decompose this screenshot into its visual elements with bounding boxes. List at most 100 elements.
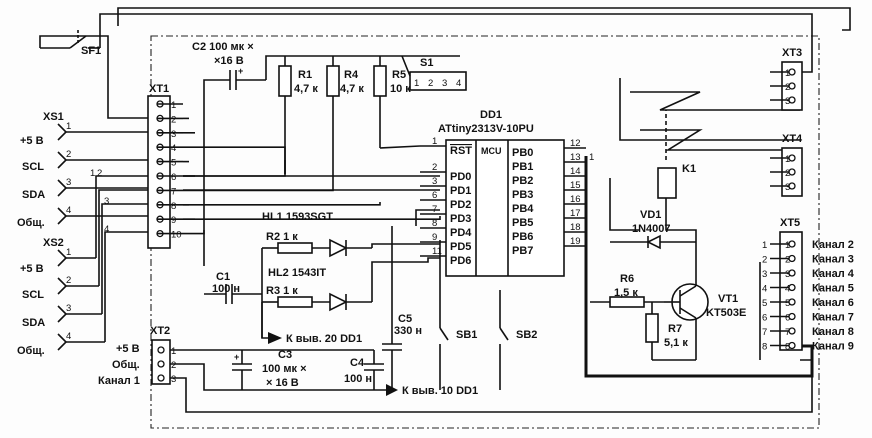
xt1-pin-number: 4 [171,143,176,154]
mcu-right-pin-number: 15 [570,180,581,191]
mcu-right-pin-number: 14 [570,166,581,177]
mcu-port-label: PD5 [450,241,471,253]
mcu-left-pin-number: 11 [432,246,442,257]
xs-bus-mark: 2 [97,168,102,179]
xs-pin-number: 4 [66,331,71,342]
xt1-pin-number: 8 [171,201,176,212]
xs-pin-number: 2 [66,275,71,286]
mcu-port-label: PD1 [450,185,471,197]
mcu-port-label: PB6 [512,231,533,243]
mcu-left-pin-number: 2 [432,162,437,173]
svg-text:XS1: XS1 [43,111,64,123]
svg-text:VT1: VT1 [718,293,738,305]
bus-channel1 [584,156,814,378]
svg-text:К выв. 10 DD1: К выв. 10 DD1 [402,385,478,397]
xt2-terminal [157,360,165,368]
svg-text:R5: R5 [392,69,406,81]
pin-number: 3 [785,96,790,107]
svg-text:Канал 1: Канал 1 [98,375,140,387]
xt5-bus-number: 1 [762,240,767,251]
dip-switch-s1[interactable]: S1 1 2 3 4 [409,57,467,91]
svg-text:C5: C5 [398,313,412,325]
svg-text:C1: C1 [216,271,230,283]
svg-text:4: 4 [456,78,461,89]
xt5-pin-number: 6 [785,313,790,324]
capacitor-c5: C5 330 н [382,226,422,390]
xt5-pin-number: 2 [785,255,790,266]
svg-text:C2 100 мк ×: C2 100 мк × [192,41,254,53]
xt1-pin-number: 2 [171,114,176,125]
xt5-channel-label: Канал 4 [812,268,855,280]
s1-lever [401,55,411,77]
button-sb2[interactable]: SB2 [499,290,537,390]
wire-rst [379,145,421,149]
svg-text:R3 1 к: R3 1 к [266,285,298,297]
xt1-pin-number: 9 [171,215,176,226]
xt5-bus-number: 5 [762,298,767,309]
xt1-pin-number: 1 [171,100,176,111]
wire-xt1-net [183,146,286,174]
svg-text:RST: RST [450,145,472,157]
svg-text:MCU: MCU [481,146,502,156]
svg-text:ATtiny2313V-10PU: ATtiny2313V-10PU [438,123,534,135]
xt5-pin-number: 8 [785,342,790,353]
svg-text:4,7 к: 4,7 к [294,83,318,95]
svg-text:+5 В: +5 В [116,343,140,355]
mcu-port-label: PB0 [512,147,533,159]
mcu-port-label: PD4 [450,227,472,239]
sf1-switch[interactable]: SF1 [40,30,101,57]
wire-hl2-pd6 [371,257,440,302]
xt1-block: XT1 [147,83,171,249]
xt5-channel-label: Канал 6 [812,297,854,309]
led-hl2: HL2 1543IT [268,267,372,312]
xt2-terminal [157,346,165,354]
diode-vd1: VD1 1N4007 [610,209,696,250]
mcu-port-label: PD0 [450,171,471,183]
capacitor-c2: C2 100 мк × ×16 В + [192,41,266,266]
xt1-pin-number: 10 [171,230,182,241]
svg-text:1: 1 [414,78,419,89]
xt2-pins: 123 [157,346,176,385]
wire-sf1-xt3 [99,13,813,73]
mcu-port-label: PB2 [512,175,533,187]
button-sb1[interactable]: SB1 [439,240,477,390]
xt5-bus-number: 6 [762,313,767,324]
xt5-channel-label: Канал 2 [812,239,854,251]
mcu-left-pin-number: 8 [432,218,437,229]
svg-text:SB1: SB1 [456,329,477,341]
xt5-bus-number: 4 [762,284,767,295]
svg-text:HL1 1593SGT: HL1 1593SGT [262,211,333,223]
xt5-bus-number: 7 [762,327,767,338]
mcu-right-pin-number: 17 [570,208,581,219]
relay-contact-3 [640,129,800,151]
svg-text:XS2: XS2 [43,237,64,249]
xt5-bus-number: 8 [762,342,767,353]
svg-text:Общ.: Общ. [17,345,45,357]
xt5-pin-number: 7 [785,327,790,338]
xt5-channel-label: Канал 9 [812,341,854,353]
relay-contact-2 [630,91,800,111]
led-hl1: HL1 1593SGT [262,211,372,258]
arrow-pin20 [268,332,282,344]
xt2-terminal [157,374,165,382]
xt1-pin-number: 7 [171,186,176,197]
resistor-r7: R7 5,1 к [645,302,688,360]
wire-xt1-net [183,202,381,206]
wire-hl1-pd5 [371,243,440,248]
xt2-pin-number: 2 [171,360,176,371]
xt5-pin-number: 4 [785,284,790,295]
svg-text:XT2: XT2 [150,325,170,337]
svg-text:C4: C4 [350,357,365,369]
wire-xt1-net [183,160,286,177]
xt1-pin-number: 6 [171,172,176,183]
mcu-right-pin-number: 19 [570,236,581,247]
xt1-pin-number: 3 [171,129,176,140]
svg-text:XT5: XT5 [780,217,800,229]
svg-text:×16 В: ×16 В [214,55,244,67]
svg-text:XT1: XT1 [149,83,169,95]
resistor-r3: R3 1 к [262,285,330,308]
svg-text:5,1 к: 5,1 к [664,337,688,349]
mcu-port-label: PB4 [512,203,534,215]
xs-pin-number: 2 [66,149,71,160]
